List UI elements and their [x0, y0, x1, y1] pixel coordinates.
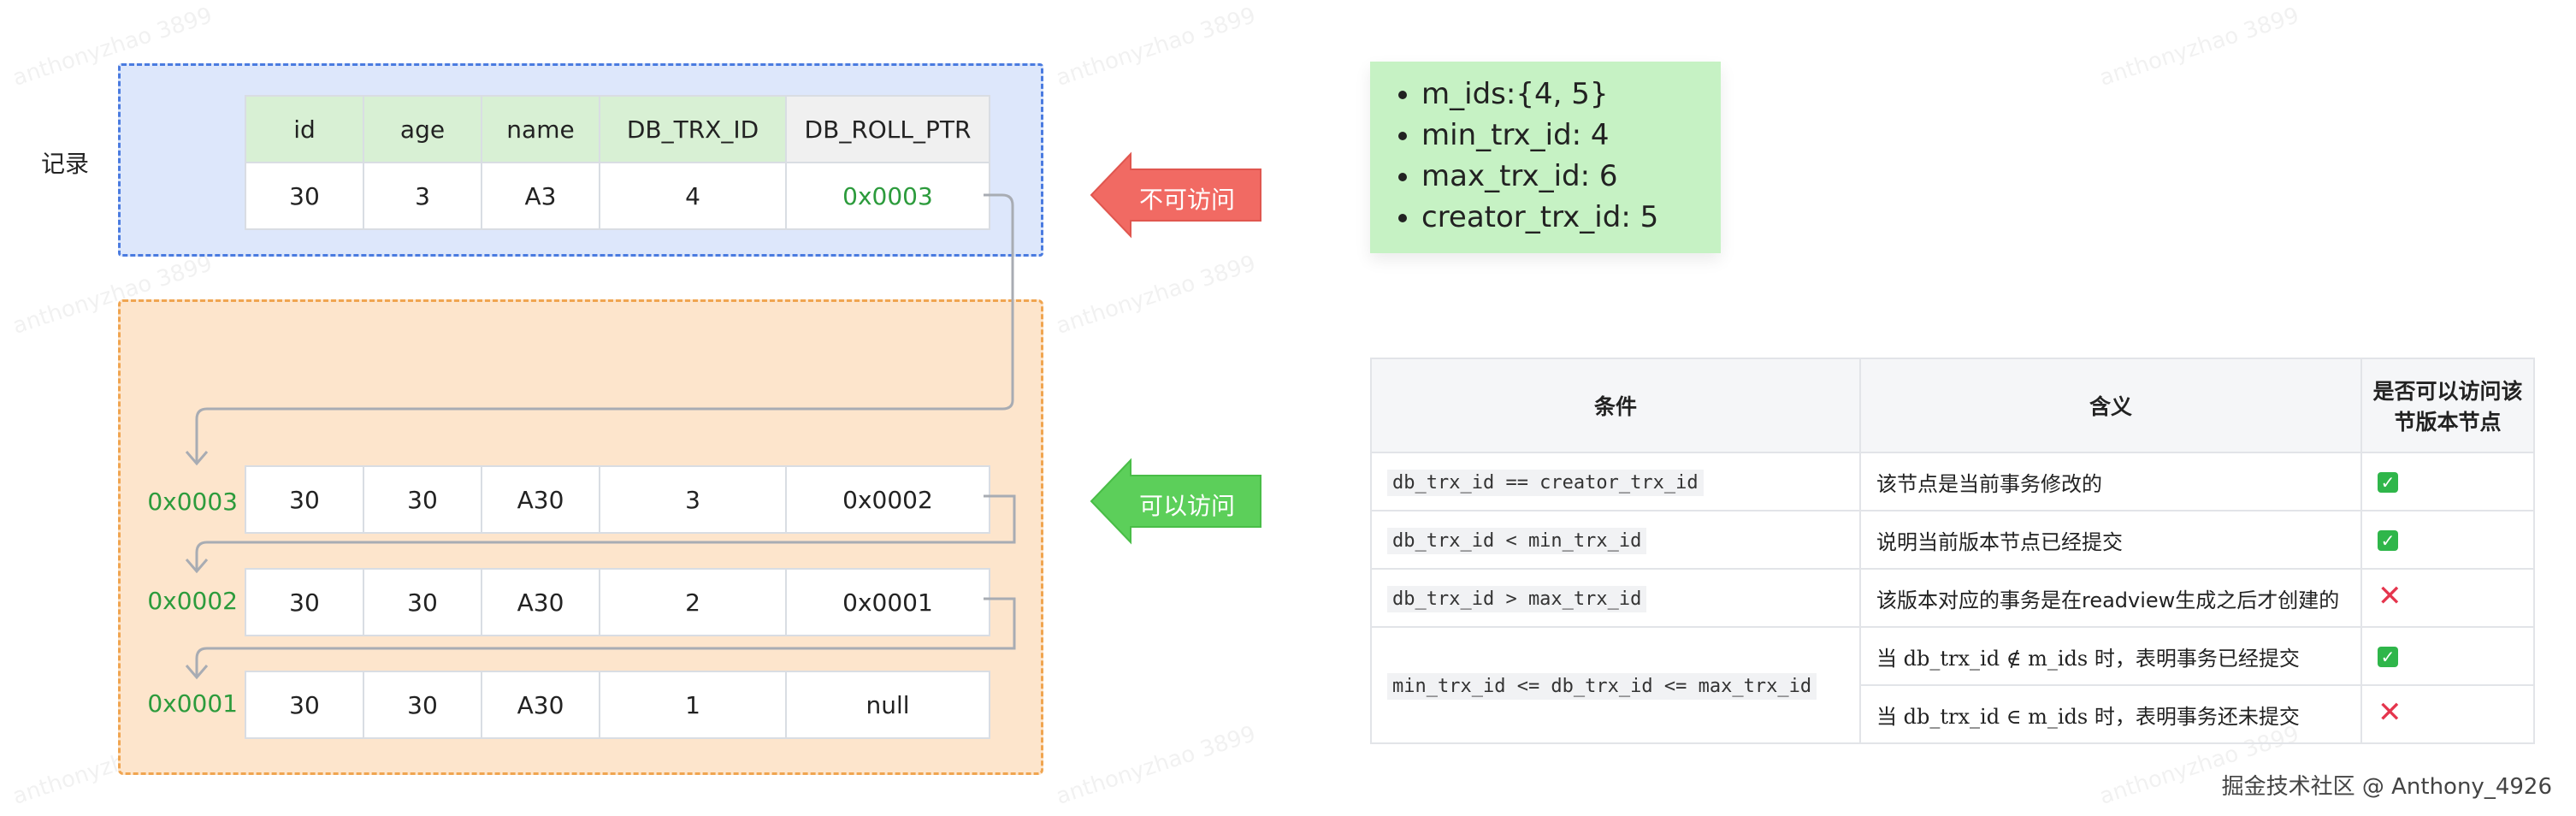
readview-info-box: m_ids:{4, 5} min_trx_id: 4 max_trx_id: 6…	[1370, 62, 1721, 253]
cell-db-roll-ptr: 0x0002	[785, 465, 990, 534]
current-record-table: id age name DB_TRX_ID DB_ROLL_PTR 30 3 A…	[245, 95, 990, 230]
column-header-access: 是否可以访问该 节版本节点	[2360, 358, 2535, 453]
meaning-cell: 该版本对应的事务是在readview生成之后才创建的	[1859, 568, 2362, 628]
arrowhead	[185, 665, 209, 680]
column-header-name: name	[481, 95, 600, 163]
column-header-age: age	[363, 95, 482, 163]
access-label: 可以访问	[1139, 492, 1236, 520]
list-item: m_ids:{4, 5}	[1421, 74, 1721, 115]
connector-0x0003-to-0x0002	[195, 494, 1016, 570]
cell-db-roll-ptr: null	[785, 671, 990, 739]
table-row: 当 db_trx_id ∈ m_ids 时，表明事务还未提交 ✕	[1371, 684, 2535, 744]
cell-name: A3	[481, 162, 600, 230]
access-cell: ✕	[2360, 568, 2535, 628]
meaning-cell: 当 db_trx_id ∈ m_ids 时，表明事务还未提交	[1859, 684, 2362, 744]
version-address: 0x0003	[147, 488, 238, 516]
condition-cell: db_trx_id == creator_trx_id	[1370, 452, 1861, 511]
cell-name: A30	[481, 671, 600, 739]
access-cell: ✓	[2360, 452, 2535, 511]
cell-id: 30	[245, 162, 364, 230]
version-address: 0x0002	[147, 587, 238, 615]
meaning-cell: 说明当前版本节点已经提交	[1859, 510, 2362, 570]
table-header-row: id age name DB_TRX_ID DB_ROLL_PTR	[245, 95, 990, 163]
table-row: 30 30 A30 3 0x0002	[245, 465, 990, 534]
column-header-condition: 条件	[1370, 358, 1861, 453]
table-row: min_trx_id <= db_trx_id <= max_trx_id 当 …	[1370, 626, 2535, 744]
access-header-line1: 是否可以访问该	[2372, 379, 2523, 404]
table-row: db_trx_id > max_trx_id 该版本对应的事务是在readvie…	[1370, 568, 2535, 628]
version-row-0x0002: 30 30 A30 2 0x0001	[245, 568, 990, 636]
access-cell: ✓	[2360, 626, 2535, 686]
cell-db-roll-ptr: 0x0003	[785, 162, 990, 230]
cell-db-trx-id: 1	[599, 671, 787, 739]
cell-age: 3	[363, 162, 482, 230]
cell-db-trx-id: 2	[599, 568, 787, 636]
condition-cell: min_trx_id <= db_trx_id <= max_trx_id	[1370, 626, 1861, 744]
condition-cell: db_trx_id > max_trx_id	[1370, 568, 1861, 628]
column-header-db-roll-ptr: DB_ROLL_PTR	[785, 95, 990, 163]
check-icon: ✓	[2378, 472, 2398, 493]
no-access-arrow	[1090, 151, 1261, 239]
access-arrow	[1090, 458, 1261, 545]
column-header-meaning: 含义	[1859, 358, 2362, 453]
arrowhead	[185, 559, 209, 574]
access-cell: ✓	[2360, 510, 2535, 570]
table-row: 30 30 A30 2 0x0001	[245, 568, 990, 636]
cell-db-trx-id: 4	[599, 162, 787, 230]
cell-name: A30	[481, 465, 600, 534]
cell-name: A30	[481, 568, 600, 636]
version-row-0x0003: 30 30 A30 3 0x0002	[245, 465, 990, 534]
cell-db-roll-ptr: 0x0001	[785, 568, 990, 636]
cross-icon: ✕	[2378, 578, 2402, 613]
condition-cell: db_trx_id < min_trx_id	[1370, 510, 1861, 570]
cell-id: 30	[245, 671, 364, 739]
list-item: max_trx_id: 6	[1421, 156, 1721, 197]
column-header-id: id	[245, 95, 364, 163]
connector-record-to-0x0003	[195, 193, 1014, 462]
no-access-label: 不可访问	[1139, 186, 1236, 214]
access-cell: ✕	[2360, 684, 2535, 744]
list-item: min_trx_id: 4	[1421, 115, 1721, 156]
table-row: db_trx_id == creator_trx_id 该节点是当前事务修改的 …	[1370, 452, 2535, 511]
meaning-cell: 当 db_trx_id ∉ m_ids 时，表明事务已经提交	[1859, 626, 2362, 686]
arrowhead	[185, 451, 209, 466]
table-row: 30 30 A30 1 null	[245, 671, 990, 739]
connector-0x0002-to-0x0001	[195, 597, 1016, 676]
version-address: 0x0001	[147, 689, 238, 718]
readview-list: m_ids:{4, 5} min_trx_id: 4 max_trx_id: 6…	[1394, 74, 1721, 238]
cell-id: 30	[245, 465, 364, 534]
visibility-conditions-table: 条件 含义 是否可以访问该 节版本节点 db_trx_id == creator…	[1370, 358, 2535, 744]
footer-credit: 掘金技术社区 @ Anthony_4926	[2221, 774, 2552, 800]
version-row-0x0001: 30 30 A30 1 null	[245, 671, 990, 739]
cell-age: 30	[363, 671, 482, 739]
cell-age: 30	[363, 465, 482, 534]
record-label: 记录	[41, 150, 90, 178]
column-header-db-trx-id: DB_TRX_ID	[599, 95, 787, 163]
meaning-cell: 该节点是当前事务修改的	[1859, 452, 2362, 511]
cross-icon: ✕	[2378, 695, 2402, 730]
check-icon: ✓	[2378, 647, 2398, 667]
math-expression: db_trx_id ∉ m_ids	[1903, 646, 2089, 671]
cell-age: 30	[363, 568, 482, 636]
check-icon: ✓	[2378, 530, 2398, 551]
access-header-line2: 节版本节点	[2394, 410, 2502, 435]
cell-id: 30	[245, 568, 364, 636]
math-expression: db_trx_id ∈ m_ids	[1903, 704, 2089, 729]
table-row: db_trx_id < min_trx_id 说明当前版本节点已经提交 ✓	[1370, 510, 2535, 570]
cell-db-trx-id: 3	[599, 465, 787, 534]
table-header-row: 条件 含义 是否可以访问该 节版本节点	[1370, 358, 2535, 453]
table-row: 30 3 A3 4 0x0003	[245, 162, 990, 230]
list-item: creator_trx_id: 5	[1421, 197, 1721, 238]
